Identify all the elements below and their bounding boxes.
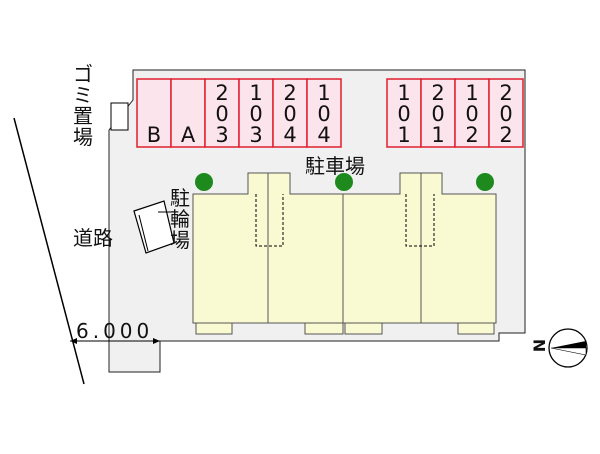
road-label: 道路 bbox=[73, 226, 113, 250]
road-width-label: 6.000 bbox=[76, 319, 154, 343]
parking-space-number: 4 bbox=[317, 123, 330, 147]
north-label: N bbox=[530, 338, 550, 353]
garbage-box bbox=[110, 102, 129, 131]
parking-space-102: 102 bbox=[454, 78, 490, 148]
parking-space-number: B bbox=[147, 123, 161, 147]
parking-space-number: 1 bbox=[397, 123, 410, 147]
garbage-area-label: ゴミ置場 bbox=[73, 62, 93, 149]
tree-icon bbox=[476, 173, 494, 191]
parking-space-104: 104 bbox=[306, 78, 342, 148]
parking-space-number: 4 bbox=[283, 123, 296, 147]
parking-space-number: 2 bbox=[215, 81, 228, 105]
parking-space-A: A bbox=[170, 78, 206, 148]
parking-space-number: 2 bbox=[499, 81, 512, 105]
parking-space-number: 0 bbox=[215, 102, 228, 126]
parking-space-number: 1 bbox=[249, 81, 262, 105]
parking-space-201: 201 bbox=[420, 78, 456, 148]
parking-space-number: 0 bbox=[499, 102, 512, 126]
parking-space-number: 0 bbox=[249, 102, 262, 126]
parking-space-number: 0 bbox=[283, 102, 296, 126]
parking-space-number: 2 bbox=[499, 123, 512, 147]
parking-space-number: 0 bbox=[317, 102, 330, 126]
north-arrow-icon bbox=[548, 328, 588, 368]
parking-space-number: 1 bbox=[317, 81, 330, 105]
parking-space-number: A bbox=[181, 123, 196, 147]
road-width-dimension bbox=[70, 338, 160, 344]
parking-space-number: 0 bbox=[397, 102, 410, 126]
bicycle-shelter bbox=[133, 200, 175, 254]
parking-space-number: 2 bbox=[465, 123, 478, 147]
parking-space-number: 0 bbox=[431, 102, 444, 126]
parking-space-number: 2 bbox=[431, 81, 444, 105]
bicycle-parking-label: 駐輪場 bbox=[170, 186, 190, 252]
parking-space-202: 202 bbox=[488, 78, 524, 148]
parking-space-number: 1 bbox=[465, 81, 478, 105]
parking-space-number: 3 bbox=[215, 123, 228, 147]
apartment-building bbox=[192, 172, 497, 335]
parking-lot-label: 駐車場 bbox=[305, 154, 365, 178]
parking-space-B: B bbox=[136, 78, 172, 148]
tree-icon bbox=[335, 173, 353, 191]
road-edge-line bbox=[13, 117, 85, 385]
parking-space-204: 204 bbox=[272, 78, 308, 148]
parking-space-number: 1 bbox=[431, 123, 444, 147]
parking-space-203: 203 bbox=[204, 78, 240, 148]
tree-icon bbox=[195, 173, 213, 191]
parking-space-number: 0 bbox=[465, 102, 478, 126]
parking-space-number: 3 bbox=[249, 123, 262, 147]
parking-space-103: 103 bbox=[238, 78, 274, 148]
parking-space-number: 1 bbox=[397, 81, 410, 105]
parking-space-number: 2 bbox=[283, 81, 296, 105]
parking-space-101: 101 bbox=[386, 78, 422, 148]
